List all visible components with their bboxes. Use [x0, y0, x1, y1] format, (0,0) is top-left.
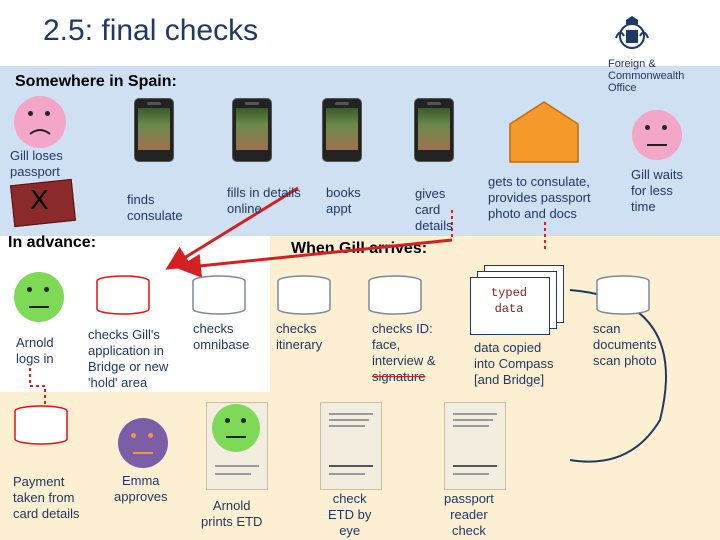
omnibase-database-icon [192, 275, 246, 315]
itinerary-database-icon [277, 275, 331, 315]
logo-line-2: Commonwealth [608, 70, 685, 82]
dotted-payment [29, 368, 46, 404]
logo-line-3: Office [608, 82, 637, 94]
section-spain: Somewhere in Spain: [15, 73, 177, 90]
emma-face-icon [118, 418, 168, 468]
etd-check-document-icon [320, 402, 382, 490]
phone-icon [134, 98, 174, 162]
phone-icon [232, 98, 272, 162]
fco-logo: Foreign & Commonwealth Office [608, 14, 718, 94]
crest-icon [615, 16, 649, 49]
consulate-house-icon [509, 101, 579, 163]
phone-icon [322, 98, 362, 162]
id-database-icon [368, 275, 422, 315]
arrow-left-long [177, 238, 453, 278]
gill-neutral-face-icon [632, 110, 682, 160]
section-advance: In advance: [8, 234, 97, 251]
bridge-database-icon [96, 275, 150, 315]
passport-x-mark: X [30, 184, 49, 215]
passport-reader-document-icon [444, 402, 506, 490]
gill-sad-face-icon [14, 96, 66, 148]
slide-title: 2.5: final checks [43, 14, 259, 47]
scan-database-icon [596, 275, 650, 315]
phone-icon [414, 98, 454, 162]
arrow-scan [569, 289, 667, 463]
arnold-printing-face-icon [212, 404, 260, 452]
payment-database-icon [14, 405, 68, 445]
logo-line-1: Foreign & [608, 58, 656, 70]
label-checks-id: checks ID:face,interview &signature [372, 321, 436, 384]
arnold-face-icon [14, 272, 64, 322]
